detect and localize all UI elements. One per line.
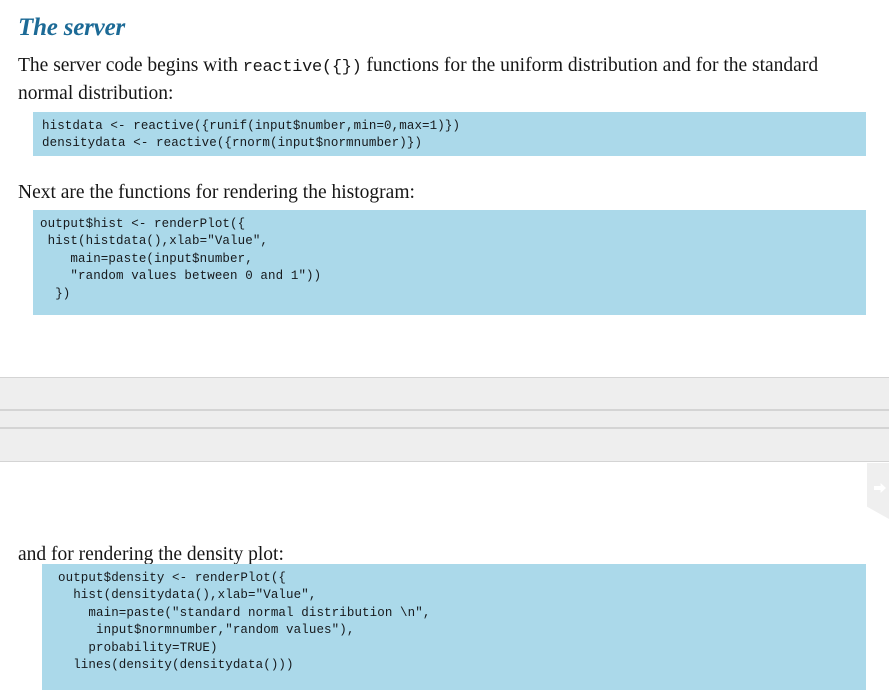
histogram-intro-paragraph: Next are the functions for rendering the…: [18, 181, 415, 203]
inline-code-reactive: reactive({}): [242, 57, 362, 77]
code-block-render-density-text: output$density <- renderPlot({ hist(dens…: [58, 570, 431, 673]
intro-text-before: The server code begins with: [18, 54, 243, 76]
toolbar-band-top[interactable]: [0, 377, 889, 410]
intro-text-after: functions for the uniform distribution a…: [18, 54, 819, 104]
toolbar-band-bottom[interactable]: [0, 428, 889, 462]
toolbar-band-middle[interactable]: [0, 410, 889, 428]
code-block-render-hist: output$hist <- renderPlot({ hist(histdat…: [33, 209, 866, 315]
intro-paragraph: The server code begins with reactive({})…: [18, 53, 866, 107]
code-block-render-hist-text: output$hist <- renderPlot({ hist(histdat…: [40, 216, 322, 301]
next-page-arrow-icon[interactable]: [867, 463, 889, 519]
code-block-render-density: output$density <- renderPlot({ hist(dens…: [42, 563, 866, 690]
density-intro-paragraph: and for rendering the density plot:: [18, 543, 284, 565]
arrow-glyph: [874, 483, 886, 493]
page-title: The server: [18, 13, 125, 41]
code-block-reactive: histdata <- reactive({runif(input$number…: [33, 111, 866, 156]
code-block-reactive-text: histdata <- reactive({runif(input$number…: [42, 118, 461, 151]
